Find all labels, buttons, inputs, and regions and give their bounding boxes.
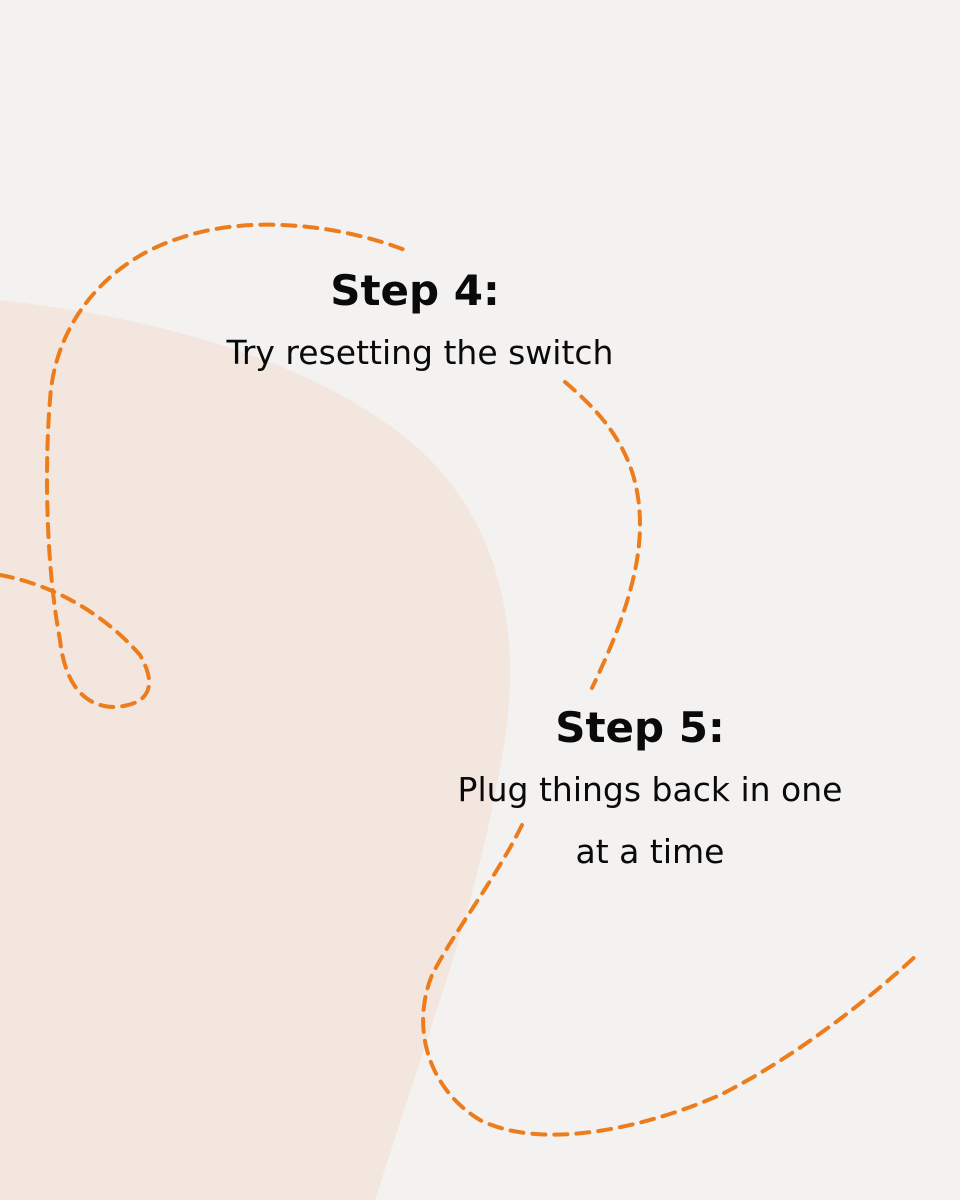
step-4-title: Step 4: xyxy=(330,266,500,315)
peach-blob-shape xyxy=(0,300,511,1200)
step-5-description-line-2: at a time xyxy=(575,832,725,871)
dashed-path-middle xyxy=(563,380,643,690)
step-5-description-line-1: Plug things back in one xyxy=(457,770,843,809)
dashed-path-lower xyxy=(421,823,922,1137)
step-5-title: Step 5: xyxy=(555,703,725,752)
step-5-description: Plug things back in one at a time xyxy=(400,759,900,883)
dashed-path-upper xyxy=(0,222,407,710)
step-4-description: Try resetting the switch xyxy=(226,333,614,372)
